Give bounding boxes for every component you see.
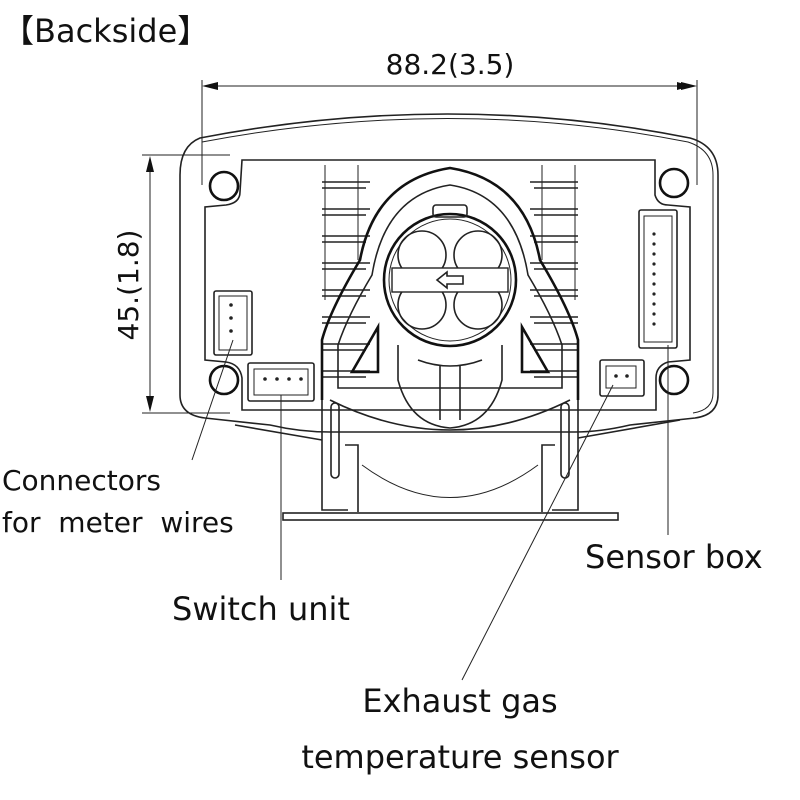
meter-connector-pin-1 bbox=[229, 303, 233, 307]
stand-left-slot bbox=[330, 402, 340, 479]
stand-base-curve bbox=[361, 464, 539, 498]
leader-lines bbox=[191, 339, 669, 681]
fin-left bbox=[322, 235, 370, 243]
mounting-hole-bottom-right bbox=[658, 364, 690, 396]
sensor-box-connector bbox=[638, 209, 678, 349]
bracket-outer bbox=[320, 166, 580, 400]
exhaust-connector-body bbox=[599, 359, 645, 397]
housing-outer-inner bbox=[201, 118, 714, 414]
label-switch-unit: Switch unit bbox=[172, 590, 350, 628]
exhaust-sensor-connector bbox=[599, 359, 645, 397]
bracket-window-right bbox=[520, 322, 551, 374]
label-exhaust-line2: temperature sensor bbox=[301, 738, 619, 776]
exhaust-connector-pin-1 bbox=[614, 374, 618, 378]
width-dimension-label: 88.2(3.5) bbox=[386, 48, 515, 81]
fin-right bbox=[530, 181, 578, 189]
bracket-stem bbox=[417, 359, 483, 420]
fin-right bbox=[530, 208, 578, 216]
exhaust-connector-pin-2 bbox=[625, 374, 629, 378]
mounting-hole-bottom-left bbox=[208, 364, 240, 396]
switch-connector-pin-1 bbox=[263, 377, 267, 381]
leader-exhaust bbox=[461, 384, 614, 681]
fin-left bbox=[322, 289, 370, 297]
height-dimension: 45.(1.8) bbox=[112, 154, 230, 414]
fin-left bbox=[322, 262, 370, 270]
stand-left-leg bbox=[321, 400, 359, 512]
label-sensor-box: Sensor box bbox=[585, 538, 763, 576]
sensor-connector-pin bbox=[652, 292, 656, 296]
center-bracket bbox=[320, 166, 580, 431]
inner-panel bbox=[204, 159, 691, 411]
fin-right bbox=[530, 289, 578, 297]
meter-wire-connector bbox=[213, 290, 253, 356]
round-connector-key bbox=[432, 204, 468, 218]
direction-arrow-icon bbox=[435, 270, 464, 290]
width-arrow-left bbox=[202, 82, 218, 90]
sensor-connector-pins bbox=[652, 232, 656, 326]
sensor-connector-body bbox=[638, 209, 678, 349]
housing-outer bbox=[179, 113, 719, 433]
sensor-connector-inner bbox=[643, 215, 673, 343]
switch-connector-inner bbox=[253, 368, 309, 396]
sensor-connector-pin bbox=[652, 242, 656, 246]
bracket-lower-arch bbox=[397, 345, 503, 429]
mounting-stand bbox=[234, 400, 681, 521]
stand-base-plate bbox=[282, 512, 619, 521]
meter-connector-pin-3 bbox=[229, 329, 233, 333]
sensor-connector-pin bbox=[652, 262, 656, 266]
sensor-connector-pin bbox=[652, 252, 656, 256]
width-arrow-right bbox=[681, 82, 697, 90]
fin-right bbox=[530, 235, 578, 243]
bracket-inner bbox=[337, 184, 563, 389]
cooling-fins bbox=[322, 165, 578, 378]
height-dimension-label: 45.(1.8) bbox=[112, 230, 145, 341]
leader-connectors bbox=[191, 339, 234, 461]
height-arrow-top bbox=[146, 156, 154, 172]
round-connector bbox=[382, 204, 518, 348]
bracket-base-curve bbox=[329, 399, 571, 431]
switch-connector-pin-3 bbox=[287, 377, 291, 381]
round-connector-inner-ring bbox=[388, 218, 512, 342]
label-exhaust-line1: Exhaust gas bbox=[362, 682, 557, 720]
fin-left bbox=[322, 181, 370, 189]
housing-lower-right-edge bbox=[577, 419, 681, 439]
sensor-connector-pin bbox=[652, 302, 656, 306]
label-connectors-line1: Connectors bbox=[2, 464, 161, 497]
sensor-connector-pin bbox=[652, 322, 656, 326]
round-connector-ring bbox=[382, 212, 518, 348]
sensor-connector-pin bbox=[652, 312, 656, 316]
bracket-window-left bbox=[349, 322, 380, 374]
sensor-connector-pin bbox=[652, 272, 656, 276]
switch-connector-pin-2 bbox=[275, 377, 279, 381]
fin-right bbox=[530, 262, 578, 270]
diagram-title: 【Backside】 bbox=[2, 12, 209, 50]
meter-connector-body bbox=[213, 290, 253, 356]
fin-right bbox=[530, 343, 578, 351]
switch-connector-pin-4 bbox=[299, 377, 303, 381]
meter-connector-inner bbox=[218, 295, 248, 351]
width-dimension: 88.2(3.5) bbox=[201, 48, 698, 185]
mounting-hole-top-right bbox=[658, 167, 690, 199]
stand-right-leg bbox=[541, 400, 579, 512]
height-arrow-bottom bbox=[146, 396, 154, 412]
housing-lower-left-edge bbox=[234, 424, 323, 441]
sensor-connector-pin bbox=[652, 282, 656, 286]
mounting-hole-top-left bbox=[208, 170, 240, 202]
exhaust-connector-inner bbox=[605, 365, 637, 389]
meter-connector-pin-2 bbox=[229, 316, 233, 320]
sensor-connector-pin bbox=[652, 232, 656, 236]
round-connector-bar bbox=[391, 267, 509, 293]
stand-right-slot bbox=[560, 402, 570, 479]
label-connectors-line2: for meter wires bbox=[2, 506, 234, 539]
fin-left bbox=[322, 208, 370, 216]
fin-left bbox=[322, 343, 370, 351]
